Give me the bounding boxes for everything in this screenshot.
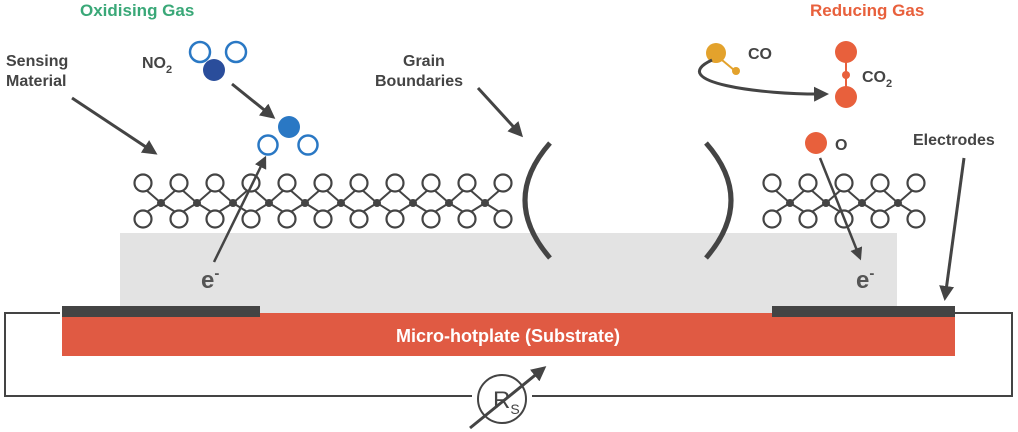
- lattice-oxygen-bottom: [241, 209, 261, 229]
- lattice-oxygen-bottom: [493, 209, 513, 229]
- co2-oxygen-top: [835, 41, 857, 63]
- co2-carbon: [842, 71, 850, 79]
- lattice-metal-node: [265, 199, 273, 207]
- lattice-oxygen-bottom: [349, 209, 369, 229]
- oxygen-atom: [805, 132, 827, 154]
- lattice-oxygen-bottom: [169, 209, 189, 229]
- no2-oxygen-left: [188, 40, 212, 64]
- electron-right: e-: [856, 265, 874, 294]
- electrode-right: [772, 306, 955, 317]
- lattice-metal-node: [229, 199, 237, 207]
- grain-boundary-left: [522, 141, 552, 260]
- resistance-arrow: [469, 366, 547, 430]
- co2-label: CO2: [862, 69, 892, 90]
- grain-label-line2: Boundaries: [375, 73, 463, 90]
- lattice-oxygen-top: [457, 173, 477, 193]
- lattice-oxygen-top: [385, 173, 405, 193]
- electrodes-label: Electrodes: [913, 132, 995, 149]
- lattice-oxygen-top: [349, 173, 369, 193]
- lattice-oxygen-bottom: [762, 209, 782, 229]
- lattice-oxygen-bottom: [870, 209, 890, 229]
- lattice-metal-node: [193, 199, 201, 207]
- lattice-metal-node: [373, 199, 381, 207]
- lattice-oxygen-top: [493, 173, 513, 193]
- co2-oxygen-bottom: [835, 86, 857, 108]
- no2-oxygen-right: [224, 40, 248, 64]
- adsorbed-oxygen-right: [297, 134, 319, 156]
- lattice-oxygen-top: [421, 173, 441, 193]
- sensing-label-line1: Sensing: [6, 53, 68, 70]
- lattice-metal-node: [894, 199, 902, 207]
- sensing-material-lattice: [133, 173, 926, 229]
- lattice-metal-node: [481, 199, 489, 207]
- oxygen-arrow: [818, 157, 863, 261]
- lattice-oxygen-bottom: [277, 209, 297, 229]
- micro-hotplate-substrate: [62, 313, 955, 356]
- lattice-metal-node: [337, 199, 345, 207]
- grain-label-line1: Grain: [403, 53, 445, 70]
- no2-label: NO2: [142, 55, 172, 76]
- lattice-oxygen-bottom: [385, 209, 405, 229]
- oxygen-label: O: [835, 137, 847, 154]
- co-label: CO: [748, 46, 772, 63]
- lattice-oxygen-bottom: [457, 209, 477, 229]
- lattice-metal-node: [822, 199, 830, 207]
- lattice-oxygen-top: [762, 173, 782, 193]
- lattice-oxygen-top: [133, 173, 153, 193]
- lattice-oxygen-top: [906, 173, 926, 193]
- lattice-oxygen-top: [313, 173, 333, 193]
- co-bond: [721, 59, 735, 71]
- co-carbon: [706, 43, 726, 63]
- electron-left-arrow: [212, 155, 267, 263]
- no2-nitrogen: [203, 59, 225, 81]
- lattice-oxygen-bottom: [798, 209, 818, 229]
- lattice-oxygen-top: [834, 173, 854, 193]
- co-conversion-arrow: [697, 58, 829, 102]
- substrate-label: Micro-hotplate (Substrate): [396, 326, 620, 346]
- lattice-metal-node: [858, 199, 866, 207]
- adsorbed-nitrogen: [278, 116, 300, 138]
- lattice-metal-node: [301, 199, 309, 207]
- no2-arrow: [231, 82, 276, 119]
- electrodes-arrow: [939, 157, 966, 301]
- electron-left: e-: [201, 265, 219, 294]
- grain-arrow: [476, 86, 524, 138]
- sensing-arrow: [71, 96, 158, 155]
- lattice-metal-node: [445, 199, 453, 207]
- circuit-wire: [4, 312, 1013, 397]
- lattice-metal-node: [786, 199, 794, 207]
- lattice-oxygen-bottom: [421, 209, 441, 229]
- lattice-oxygen-bottom: [313, 209, 333, 229]
- lattice-oxygen-top: [798, 173, 818, 193]
- lattice-metal-node: [157, 199, 165, 207]
- lattice-metal-node: [409, 199, 417, 207]
- sensing-label-line2: Material: [6, 73, 66, 90]
- adsorbed-oxygen-left: [257, 134, 279, 156]
- grain-boundary-right: [704, 141, 734, 260]
- lattice-oxygen-top: [277, 173, 297, 193]
- oxidising-gas-label: Oxidising Gas: [80, 1, 194, 20]
- lattice-oxygen-top: [169, 173, 189, 193]
- lattice-oxygen-bottom: [205, 209, 225, 229]
- co-oxygen: [732, 67, 740, 75]
- sensing-layer: [120, 233, 897, 313]
- lattice-oxygen-bottom: [906, 209, 926, 229]
- lattice-oxygen-top: [870, 173, 890, 193]
- reducing-gas-label: Reducing Gas: [810, 1, 924, 20]
- electrode-left: [62, 306, 260, 317]
- lattice-oxygen-top: [205, 173, 225, 193]
- lattice-oxygen-bottom: [133, 209, 153, 229]
